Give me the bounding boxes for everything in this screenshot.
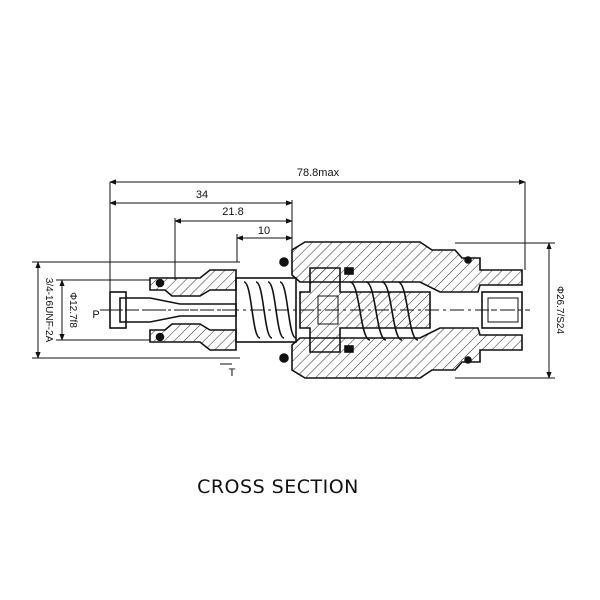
thread-label: 3/4-16UNF-2A xyxy=(43,278,54,343)
seal-6 xyxy=(344,345,354,353)
dimension-10-label: 10 xyxy=(258,225,270,237)
housing-lower xyxy=(291,327,523,379)
dimension-thread: 3/4-16UNF-2A xyxy=(32,261,240,359)
port-t-label: T xyxy=(229,367,236,379)
o-ring-2 xyxy=(279,353,289,363)
poppet xyxy=(119,297,237,323)
dimension-21-8: 21.8 xyxy=(174,206,293,280)
pilot-diameter-label: Φ12.7f8 xyxy=(67,292,78,328)
o-ring-3 xyxy=(155,278,165,288)
dimension-21-8-label: 21.8 xyxy=(222,206,243,218)
caption: CROSS SECTION xyxy=(197,476,359,498)
port-p-label: P xyxy=(92,309,99,321)
o-ring-1 xyxy=(279,257,289,267)
spring-right xyxy=(349,281,419,341)
seal-5 xyxy=(344,267,354,275)
cartridge-nose xyxy=(149,269,237,297)
o-ring-4 xyxy=(155,332,165,342)
dimension-overall-label: 78.8max xyxy=(297,167,340,179)
dimension-pilot-diameter: Φ12.7f8 xyxy=(56,279,150,341)
hex-size-label: Φ26.7/S24 xyxy=(554,286,565,334)
dimension-34-label: 34 xyxy=(196,189,208,201)
dimension-10: 10 xyxy=(236,225,293,262)
piston xyxy=(299,267,431,353)
valve-assembly xyxy=(100,241,530,379)
dimension-hex: Φ26.7/S24 xyxy=(455,242,565,379)
